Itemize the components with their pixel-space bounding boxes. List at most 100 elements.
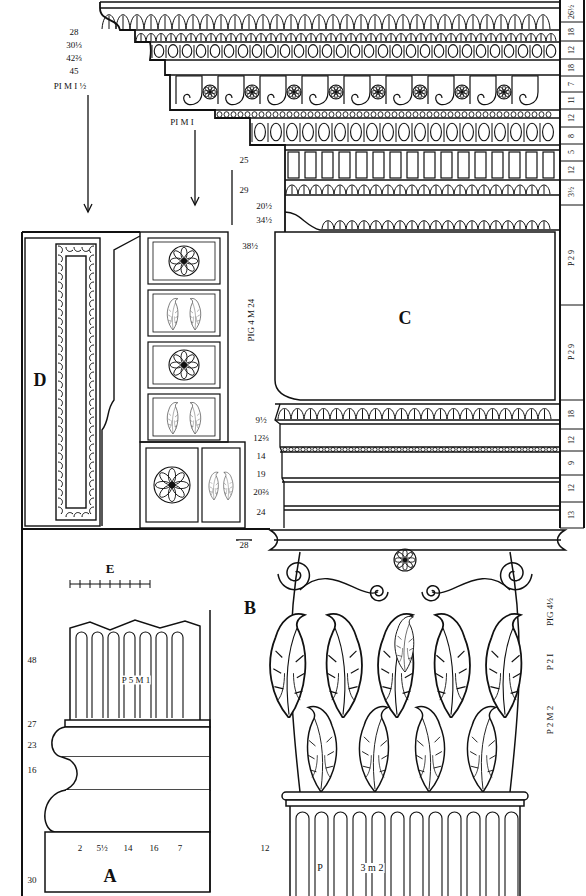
coffer-panel (25, 238, 100, 526)
ornament (419, 86, 425, 92)
ornament (511, 112, 516, 118)
ornament (209, 86, 215, 92)
ornament (432, 45, 433, 58)
corinthian-capital (274, 539, 561, 541)
ornament (476, 112, 481, 118)
ornament (541, 448, 545, 452)
ornament (58, 462, 94, 469)
ornament (246, 91, 252, 97)
architrave (275, 404, 284, 528)
dimension-number: 8 (568, 133, 576, 139)
ornament (434, 409, 447, 420)
ornament (152, 45, 153, 58)
ornament (466, 34, 476, 42)
ornament (296, 34, 306, 42)
ornament (156, 632, 167, 718)
ornament (350, 112, 355, 118)
ornament (329, 112, 334, 118)
ornament (169, 350, 199, 380)
ornament (58, 282, 94, 289)
ornament (317, 409, 330, 420)
ornament (524, 123, 525, 142)
ornament (256, 15, 270, 29)
ornament (58, 489, 94, 496)
ornament (270, 15, 284, 29)
ornament (483, 112, 488, 118)
column-shaft (282, 792, 528, 896)
ornament (283, 448, 287, 452)
ornament (144, 15, 158, 29)
ornament (429, 812, 442, 896)
ornament (148, 238, 220, 284)
ornament (473, 409, 486, 420)
ornament (516, 34, 526, 42)
ornament (413, 85, 427, 99)
ornament (346, 185, 358, 194)
ornament (382, 221, 394, 229)
ornament (412, 123, 413, 142)
ornament (130, 15, 144, 29)
ornament (475, 152, 486, 178)
ornament (176, 34, 186, 42)
ornament (326, 34, 336, 42)
ornament (304, 409, 317, 420)
column-shaft (519, 806, 521, 896)
ornament (392, 112, 397, 118)
ornament (378, 614, 413, 718)
ornament (251, 91, 257, 97)
ornament (335, 86, 341, 92)
ornament (196, 34, 206, 42)
ornament (442, 185, 454, 194)
ornament (377, 86, 383, 92)
ornament (560, 305, 584, 306)
ornament (386, 34, 396, 42)
ornament (146, 448, 198, 522)
ornament (70, 580, 71, 588)
ornament (58, 255, 94, 262)
corinthian-capital (236, 530, 565, 792)
ornament (288, 86, 294, 92)
ornament (287, 85, 301, 99)
ornament (354, 15, 368, 29)
ornament (527, 123, 538, 141)
ornament (310, 185, 322, 194)
ornament (526, 34, 536, 42)
ornament (359, 707, 388, 792)
dimension-number: 12 (568, 45, 576, 55)
ornament (480, 15, 494, 29)
ornament (460, 45, 461, 58)
ornament (186, 34, 196, 42)
ornament (172, 15, 186, 29)
ornament (80, 580, 81, 588)
ornament (456, 34, 466, 42)
ornament (368, 15, 382, 29)
ornament (280, 112, 285, 118)
ornament (92, 632, 103, 718)
ornament (298, 15, 312, 29)
ornament (214, 15, 228, 29)
ornament (153, 398, 215, 436)
ornament (492, 152, 503, 178)
ornament (308, 112, 313, 118)
ornament (512, 76, 538, 105)
ornament (203, 85, 217, 99)
ornament (406, 112, 411, 118)
ornament (319, 448, 323, 452)
architrave (275, 404, 560, 528)
ornament (498, 91, 504, 97)
ornament (525, 112, 530, 118)
ornament (153, 242, 215, 280)
ornament (301, 448, 305, 452)
ornament (224, 472, 233, 500)
dimension-number: 14 (123, 844, 134, 853)
ornament (293, 91, 296, 94)
part-letter: A (103, 867, 118, 885)
dimension-number: 3½ (568, 186, 576, 198)
ornament (346, 221, 358, 229)
ornament (370, 221, 382, 229)
ornament (503, 86, 509, 92)
ornament (336, 34, 346, 42)
ornament (560, 451, 584, 452)
ornament (155, 481, 170, 488)
